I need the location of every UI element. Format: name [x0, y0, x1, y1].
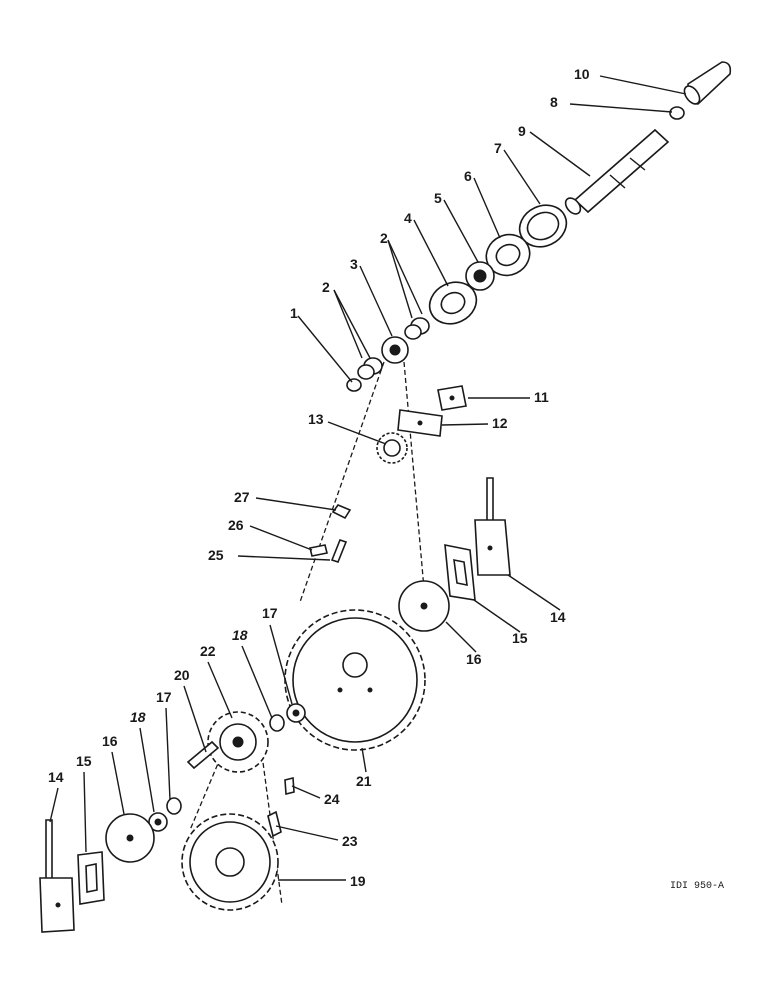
callout-2-lower: 2: [322, 279, 330, 295]
callout-4: 4: [404, 210, 412, 226]
callout-1: 1: [290, 305, 298, 321]
callout-23: 23: [342, 833, 358, 849]
callout-6: 6: [464, 168, 472, 184]
part-21-large-sprocket: [284, 609, 426, 751]
part-5-bearing: [465, 261, 495, 291]
callout-18-upper: 18: [232, 627, 248, 643]
callout-10: 10: [574, 66, 590, 82]
figure-reference: IDI 950-A: [670, 881, 724, 892]
part-8-snap-ring: [669, 106, 685, 120]
callout-27: 27: [234, 489, 250, 505]
callout-2-upper: 2: [380, 230, 388, 246]
part-16-idler-lower: [105, 813, 155, 863]
callout-19: 19: [350, 873, 366, 889]
callout-7: 7: [494, 140, 502, 156]
part-25-link: [330, 539, 348, 563]
callout-26: 26: [228, 517, 244, 533]
part-19-sprocket: [181, 813, 279, 911]
leader-lines: [49, 75, 687, 881]
part-17-bearing-lower: [148, 812, 168, 832]
callout-25: 25: [208, 547, 224, 563]
callout-15-right: 15: [512, 630, 528, 646]
part-22-sprocket: [207, 711, 269, 773]
callout-14-lower: 14: [48, 769, 64, 785]
part-27-link: [331, 504, 352, 520]
part-18-snap-ring-upper: [269, 714, 285, 732]
callout-labels: 10 8 9 7 6 5 4 2 3 2 1 11 12 13 27 26 25…: [48, 66, 590, 889]
part-24-link: [284, 776, 295, 796]
part-14-tensioner-right: [474, 477, 511, 576]
part-17-bearing-upper: [286, 703, 306, 723]
part-2-washers-upper: [404, 317, 430, 340]
part-7-retainer: [518, 204, 568, 248]
drive-chain-upper: [299, 361, 426, 603]
part-14-tensioner-lower: [39, 819, 75, 933]
part-9-shaft: [564, 128, 670, 215]
part-15-gasket-lower: [77, 851, 105, 905]
callout-14-right: 14: [550, 609, 566, 625]
callout-22: 22: [200, 643, 216, 659]
part-10-tube: [683, 61, 732, 105]
part-26-link: [309, 544, 328, 557]
callout-15-lower: 15: [76, 753, 92, 769]
part-6-flange: [485, 233, 531, 277]
part-12-plate: [397, 409, 443, 437]
callout-16-lower: 16: [102, 733, 118, 749]
part-15-gasket-right: [444, 544, 476, 601]
part-18-snap-ring-lower: [166, 797, 182, 815]
callout-3: 3: [350, 256, 358, 272]
part-4-flange: [428, 281, 478, 325]
callout-21: 21: [356, 773, 372, 789]
callout-9: 9: [518, 123, 526, 139]
callout-13: 13: [308, 411, 324, 427]
callout-20: 20: [174, 667, 190, 683]
part-2-washers-lower: [357, 357, 383, 380]
part-11-block: [437, 385, 467, 411]
part-20-pin: [186, 740, 220, 770]
callout-17-upper: 17: [262, 605, 278, 621]
part-13-sprocket: [376, 432, 408, 464]
callout-18-lower: 18: [130, 709, 146, 725]
part-1-snap-ring: [346, 378, 362, 392]
callout-12: 12: [492, 415, 508, 431]
callout-5: 5: [434, 190, 442, 206]
callout-24: 24: [324, 791, 340, 807]
callout-11: 11: [534, 389, 549, 405]
callout-8: 8: [550, 94, 558, 110]
callout-17-lower: 17: [156, 689, 172, 705]
part-3-sprocket: [381, 336, 409, 364]
part-16-idler-right: [398, 580, 450, 632]
callout-16-right: 16: [466, 651, 482, 667]
part-23-link: [267, 810, 282, 838]
